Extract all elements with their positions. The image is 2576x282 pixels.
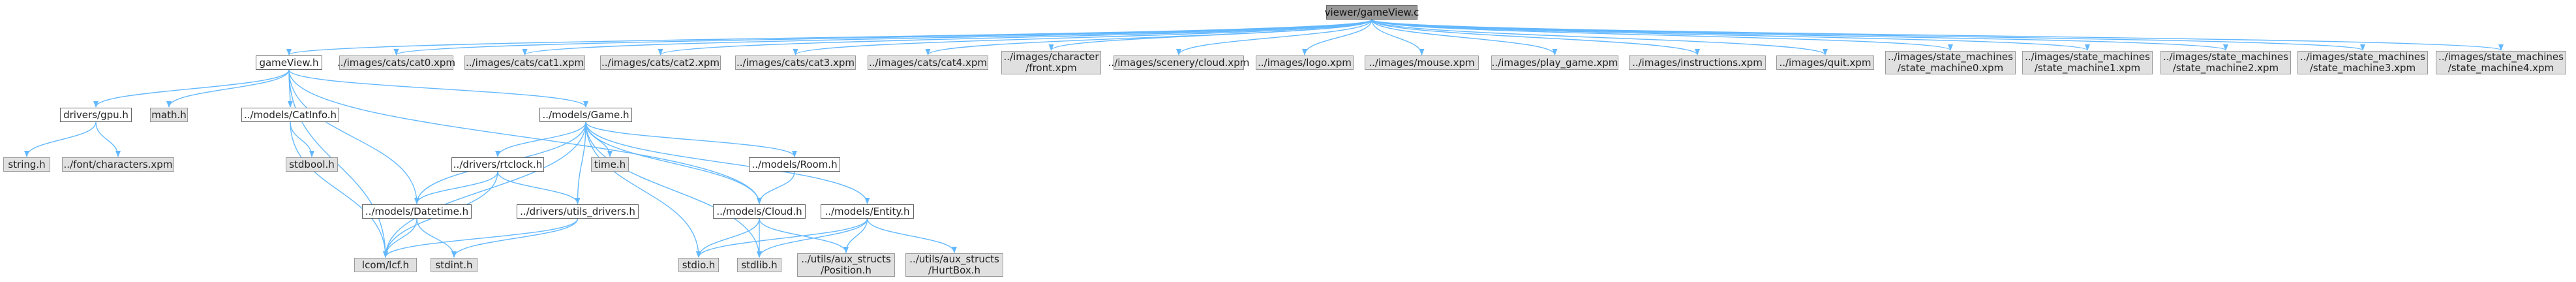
edge-root-to-cat2 xyxy=(658,19,1372,55)
edge-root-to-cat3 xyxy=(793,19,1372,55)
node-state-machine3-xpm[interactable]: ../images/state_machines /state_machine3… xyxy=(2297,51,2428,74)
node-time-h[interactable]: time.h xyxy=(591,157,629,172)
edge-entity-to-position xyxy=(843,218,868,253)
edge-root-to-cloud_xpm xyxy=(1176,19,1372,55)
edge-gameView_h-to-gpu xyxy=(93,69,290,108)
node-drivers-rtclock-h[interactable]: ../drivers/rtclock.h xyxy=(451,157,544,172)
edge-cloud_h-to-stdio xyxy=(696,218,760,258)
node-state-machine2-xpm[interactable]: ../images/state_machines /state_machine2… xyxy=(2160,51,2291,74)
edge-root-to-cat0 xyxy=(394,19,1372,55)
edge-game-to-cloud_h xyxy=(585,121,762,204)
edge-root-to-mouse xyxy=(1371,19,1425,55)
edge-utils-to-stdint xyxy=(451,218,579,258)
edge-root-to-logo xyxy=(1302,19,1372,55)
node-instructions-xpm[interactable]: ../images/instructions.xpm xyxy=(1629,55,1766,70)
edge-game-to-lcf xyxy=(383,121,586,258)
edge-game-to-entity xyxy=(585,121,870,204)
edge-gameView_h-to-cloud_h xyxy=(288,69,762,204)
edge-root-to-cat1 xyxy=(522,19,1372,55)
edge-gameView_h-to-game xyxy=(288,69,588,108)
edge-catinfo-to-lcf xyxy=(290,121,388,258)
edge-datetime-to-stdint xyxy=(416,218,457,258)
node-hurtbox-h[interactable]: ../utils/aux_structs /HurtBox.h xyxy=(905,253,1003,277)
edge-gameView_h-to-math xyxy=(166,69,290,108)
node-stdlib-h[interactable]: stdlib.h xyxy=(737,258,781,272)
node-quit-xpm[interactable]: ../images/quit.xpm xyxy=(1776,55,1874,70)
edge-gpu-to-string xyxy=(24,121,97,157)
edge-datetime-to-lcf xyxy=(383,218,417,258)
edge-catinfo-to-stdbool xyxy=(290,121,314,157)
edge-rtc-to-utils xyxy=(497,171,581,204)
node-stdio-h[interactable]: stdio.h xyxy=(678,258,719,272)
node-root-gameview-c[interactable]: viewer/gameView.c xyxy=(1325,5,1419,20)
node-position-h[interactable]: ../utils/aux_structs /Position.h xyxy=(797,253,895,277)
edge-root-to-play xyxy=(1371,19,1558,55)
node-character-front-xpm[interactable]: ../images/character /front.xpm xyxy=(1001,51,1101,74)
node-math-h[interactable]: math.h xyxy=(150,108,188,122)
edge-room-to-cloud_h xyxy=(757,171,795,204)
edge-entity-to-stdio xyxy=(696,218,868,258)
edge-root-to-sm3 xyxy=(1371,19,2365,51)
node-cat1-xpm[interactable]: ../images/cats/cat1.xpm xyxy=(464,55,585,70)
node-cat3-xpm[interactable]: ../images/cats/cat3.xpm xyxy=(735,55,856,70)
node-logo-xpm[interactable]: ../images/logo.xpm xyxy=(1256,55,1354,70)
edge-root-to-sm1 xyxy=(1371,19,2090,51)
edge-game-to-room xyxy=(585,121,797,157)
edge-game-to-utils xyxy=(575,121,586,204)
edge-root-to-sm0 xyxy=(1371,19,1953,51)
edge-entity-to-stdlib xyxy=(757,218,868,258)
node-models-entity-h[interactable]: ../models/Entity.h xyxy=(821,204,914,219)
edge-entity-to-hurtbox xyxy=(866,218,957,253)
node-models-catinfo-h[interactable]: ../models/CatInfo.h xyxy=(241,108,339,122)
edge-utils-to-lcf xyxy=(383,218,579,258)
node-models-datetime-h[interactable]: ../models/Datetime.h xyxy=(362,204,472,219)
node-stdint-h[interactable]: stdint.h xyxy=(431,258,477,272)
edge-game-to-rtc xyxy=(495,121,586,157)
node-lcom-lcf-h[interactable]: lcom/lcf.h xyxy=(354,258,417,272)
node-drivers-gpu-h[interactable]: drivers/gpu.h xyxy=(60,108,132,122)
node-play-game-xpm[interactable]: ../images/play_game.xpm xyxy=(1491,55,1618,70)
node-drivers-utils-drivers-h[interactable]: ../drivers/utils_drivers.h xyxy=(517,204,639,219)
edge-root-to-sm4 xyxy=(1371,19,2504,51)
edge-root-to-gameView_h xyxy=(286,19,1372,55)
node-state-machine0-xpm[interactable]: ../images/state_machines /state_machine0… xyxy=(1885,51,2016,74)
node-gameview-h[interactable]: gameView.h xyxy=(256,55,322,70)
node-models-game-h[interactable]: ../models/Game.h xyxy=(539,108,632,122)
node-mouse-xpm[interactable]: ../images/mouse.xpm xyxy=(1365,55,1479,70)
edge-root-to-cat4 xyxy=(925,19,1372,55)
edge-gameView_h-to-datetime xyxy=(288,69,419,204)
dependency-edges xyxy=(24,19,2504,258)
node-models-cloud-h[interactable]: ../models/Cloud.h xyxy=(713,204,806,219)
node-cat0-xpm[interactable]: ../images/cats/cat0.xpm xyxy=(337,55,455,70)
node-state-machine1-xpm[interactable]: ../images/state_machines /state_machine1… xyxy=(2022,51,2153,74)
edge-root-to-instr xyxy=(1371,19,1700,55)
edge-game-to-stdlib xyxy=(585,121,762,258)
edge-gpu-to-font xyxy=(95,121,121,157)
edge-rtc-to-datetime xyxy=(414,171,498,204)
node-cat4-xpm[interactable]: ../images/cats/cat4.xpm xyxy=(868,55,988,70)
edge-root-to-charfront xyxy=(1048,19,1372,51)
node-string-h[interactable]: string.h xyxy=(3,157,50,172)
node-cat2-xpm[interactable]: ../images/cats/cat2.xpm xyxy=(600,55,721,70)
node-models-room-h[interactable]: ../models/Room.h xyxy=(749,157,840,172)
node-font-characters-xpm[interactable]: ../font/characters.xpm xyxy=(62,157,174,172)
node-state-machine4-xpm[interactable]: ../images/state_machines /state_machine4… xyxy=(2436,51,2566,74)
node-stdbool-h[interactable]: stdbool.h xyxy=(286,157,338,172)
edge-game-to-stdio xyxy=(585,121,701,258)
edge-root-to-quit xyxy=(1371,19,1828,55)
node-scenery-cloud-xpm[interactable]: ../images/scenery/cloud.xpm xyxy=(1108,55,1249,70)
edge-root-to-sm2 xyxy=(1371,19,2228,51)
